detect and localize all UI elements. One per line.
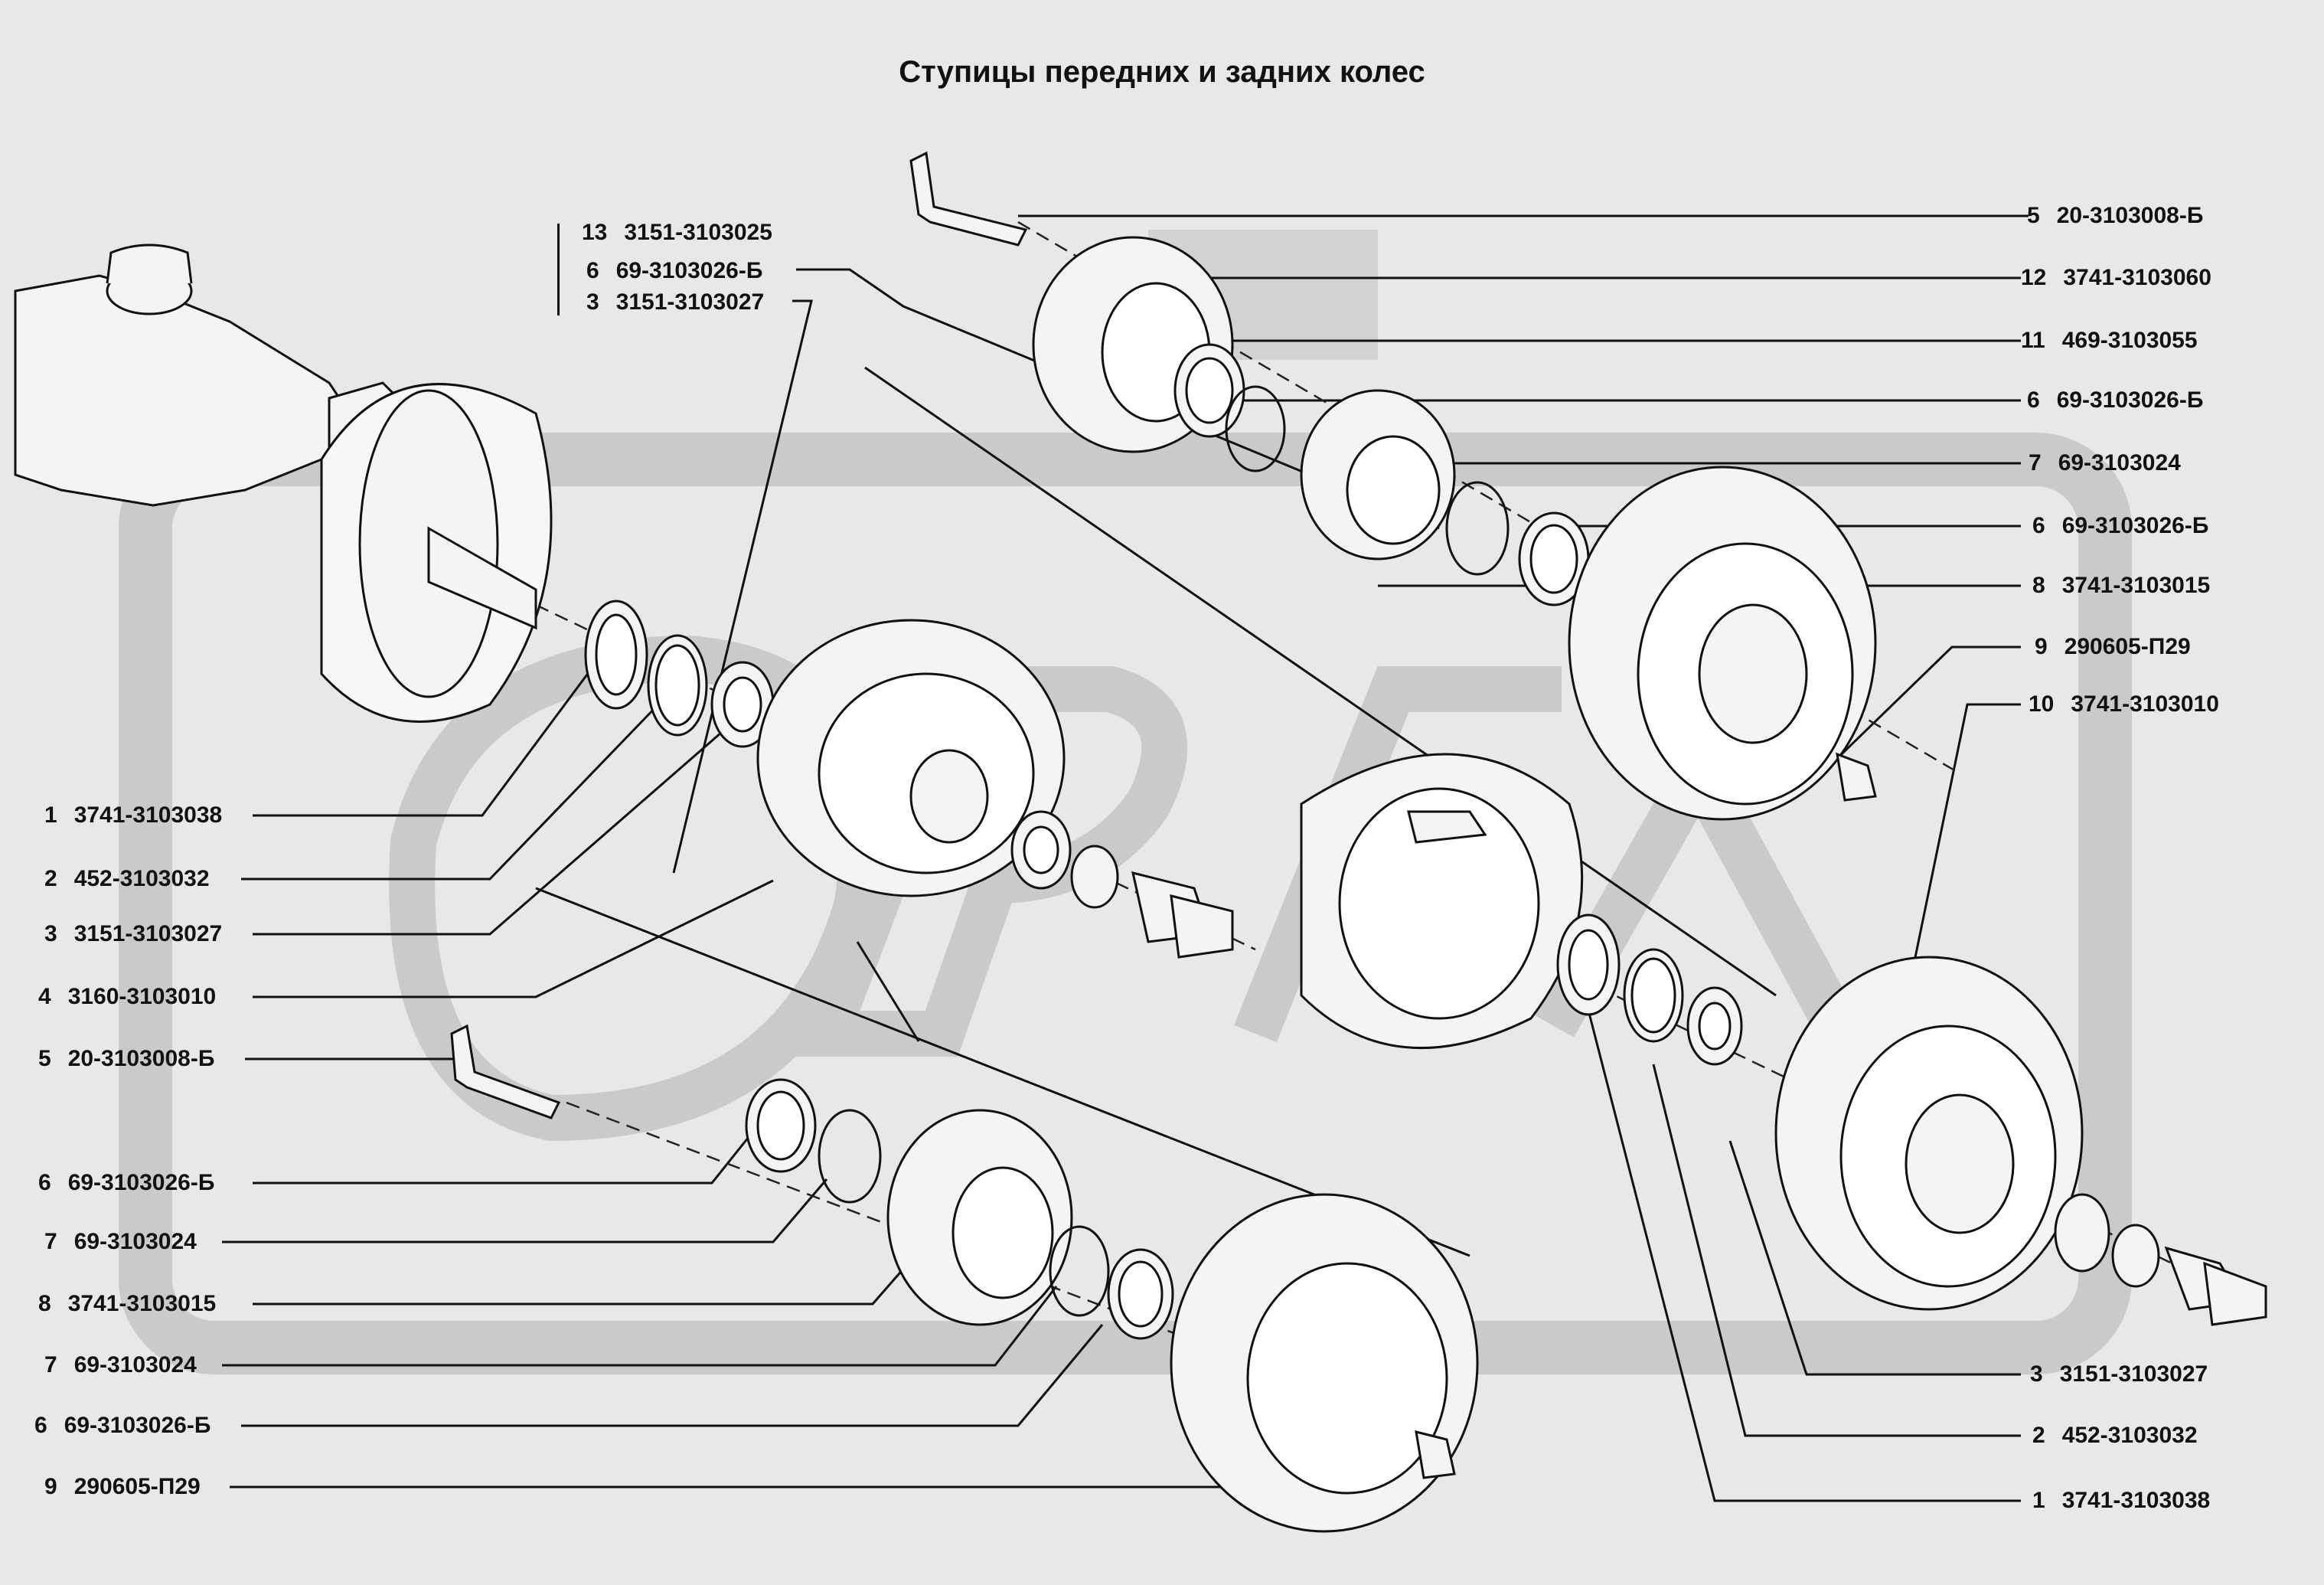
callout-number: 6 xyxy=(2032,513,2045,538)
leader-lines xyxy=(222,214,2029,1502)
part-number: 3151-3103027 xyxy=(615,289,765,315)
part-number: 3160-3103010 xyxy=(67,984,217,1009)
right-label-11: 2 452-3103032 xyxy=(2032,1422,2198,1449)
group-label-2: 6 69-3103026-Б xyxy=(586,257,762,285)
part-number: 3741-3103015 xyxy=(67,1291,217,1316)
part-number: 3741-3103038 xyxy=(2061,1488,2211,1513)
callout-number: 3 xyxy=(44,921,57,946)
callout-number: 6 xyxy=(586,258,599,283)
callout-number: 13 xyxy=(582,220,608,245)
part-number: 3151-3103027 xyxy=(2059,1361,2208,1387)
callout-number: 8 xyxy=(2032,573,2045,598)
right-label-1: 5 20-3103008-Б xyxy=(2027,202,2203,230)
callout-number: 12 xyxy=(2021,265,2047,290)
callout-number: 6 xyxy=(2027,387,2040,413)
part-number: 69-3103026-Б xyxy=(615,258,763,283)
right-label-8: 9 290605-П29 xyxy=(2035,633,2191,661)
group-label-1: 13 3151-3103025 xyxy=(582,219,772,247)
callout-number: 9 xyxy=(2035,634,2048,659)
part-number: 20-3103008-Б xyxy=(67,1046,215,1071)
callout-number: 5 xyxy=(38,1046,51,1071)
left-label-9: 7 69-3103024 xyxy=(44,1351,197,1379)
left-label-10: 6 69-3103026-Б xyxy=(34,1412,211,1440)
part-number: 3741-3103010 xyxy=(2071,691,2219,717)
left-label-11: 9 290605-П29 xyxy=(44,1473,201,1501)
callout-number: 10 xyxy=(2029,691,2055,717)
right-label-4: 6 69-3103026-Б xyxy=(2027,387,2203,414)
part-number: 20-3103008-Б xyxy=(2056,203,2204,228)
right-label-2: 12 3741-3103060 xyxy=(2021,264,2211,292)
part-number: 452-3103032 xyxy=(2061,1423,2198,1448)
callout-number: 6 xyxy=(38,1170,51,1195)
callout-number: 8 xyxy=(38,1291,51,1316)
part-number: 3151-3103027 xyxy=(73,921,223,946)
part-number: 69-3103026-Б xyxy=(64,1413,211,1438)
right-label-12: 1 3741-3103038 xyxy=(2032,1487,2210,1515)
left-label-4: 4 3160-3103010 xyxy=(38,983,216,1011)
part-number: 452-3103032 xyxy=(73,866,210,891)
left-label-6: 6 69-3103026-Б xyxy=(38,1169,214,1197)
part-number: 469-3103055 xyxy=(2061,328,2198,353)
right-label-5: 7 69-3103024 xyxy=(2029,449,2181,477)
callout-number: 7 xyxy=(2029,450,2042,476)
callout-number: 1 xyxy=(2032,1488,2045,1513)
right-label-3: 11 469-3103055 xyxy=(2021,327,2198,355)
left-label-3: 3 3151-3103027 xyxy=(44,920,222,948)
part-number: 3741-3103038 xyxy=(73,802,223,828)
callout-number: 3 xyxy=(2030,1361,2043,1387)
wheel-stud-bottom xyxy=(450,1024,561,1119)
part-number: 69-3103026-Б xyxy=(67,1170,215,1195)
right-label-9: 10 3741-3103010 xyxy=(2029,691,2219,718)
group-label-3: 3 3151-3103027 xyxy=(586,289,764,316)
part-number: 69-3103024 xyxy=(73,1352,197,1377)
part-number: 290605-П29 xyxy=(73,1474,201,1499)
parts xyxy=(14,151,2267,1533)
part-number: 69-3103026-Б xyxy=(2061,513,2209,538)
part-number: 290605-П29 xyxy=(2064,634,2191,659)
callout-number: 4 xyxy=(38,984,51,1009)
bolt-9-bottom xyxy=(1415,1430,1456,1479)
part-number: 69-3103026-Б xyxy=(2056,387,2204,413)
right-label-7: 8 3741-3103015 xyxy=(2032,572,2210,600)
left-label-7: 7 69-3103024 xyxy=(44,1228,197,1256)
callout-number: 1 xyxy=(44,802,57,828)
callout-number: 7 xyxy=(44,1229,57,1254)
callout-number: 9 xyxy=(44,1474,57,1499)
right-label-6: 6 69-3103026-Б xyxy=(2032,512,2208,540)
callout-number: 11 xyxy=(2021,328,2045,353)
callout-number: 6 xyxy=(34,1413,47,1438)
part-number: 3741-3103060 xyxy=(2063,265,2211,290)
callout-number: 2 xyxy=(2032,1423,2045,1448)
diagram-title: Ступицы передних и задних колес xyxy=(899,55,1425,89)
part-number: 3741-3103015 xyxy=(2061,573,2211,598)
part-number: 3151-3103025 xyxy=(624,220,772,245)
left-label-1: 1 3741-3103038 xyxy=(44,802,222,829)
wheel-stud-top xyxy=(909,151,1028,247)
callout-number: 7 xyxy=(44,1352,57,1377)
callout-number: 5 xyxy=(2027,203,2040,228)
part-number: 69-3103024 xyxy=(2058,450,2181,476)
bolt-9-top xyxy=(1836,752,1877,802)
callout-number: 2 xyxy=(44,866,57,891)
left-label-8: 8 3741-3103015 xyxy=(38,1290,216,1318)
group-bracket xyxy=(557,224,567,315)
callout-number: 3 xyxy=(586,289,599,315)
part-number: 69-3103024 xyxy=(73,1229,197,1254)
left-label-5: 5 20-3103008-Б xyxy=(38,1045,214,1073)
right-label-10: 3 3151-3103027 xyxy=(2030,1361,2208,1388)
left-label-2: 2 452-3103032 xyxy=(44,865,210,893)
